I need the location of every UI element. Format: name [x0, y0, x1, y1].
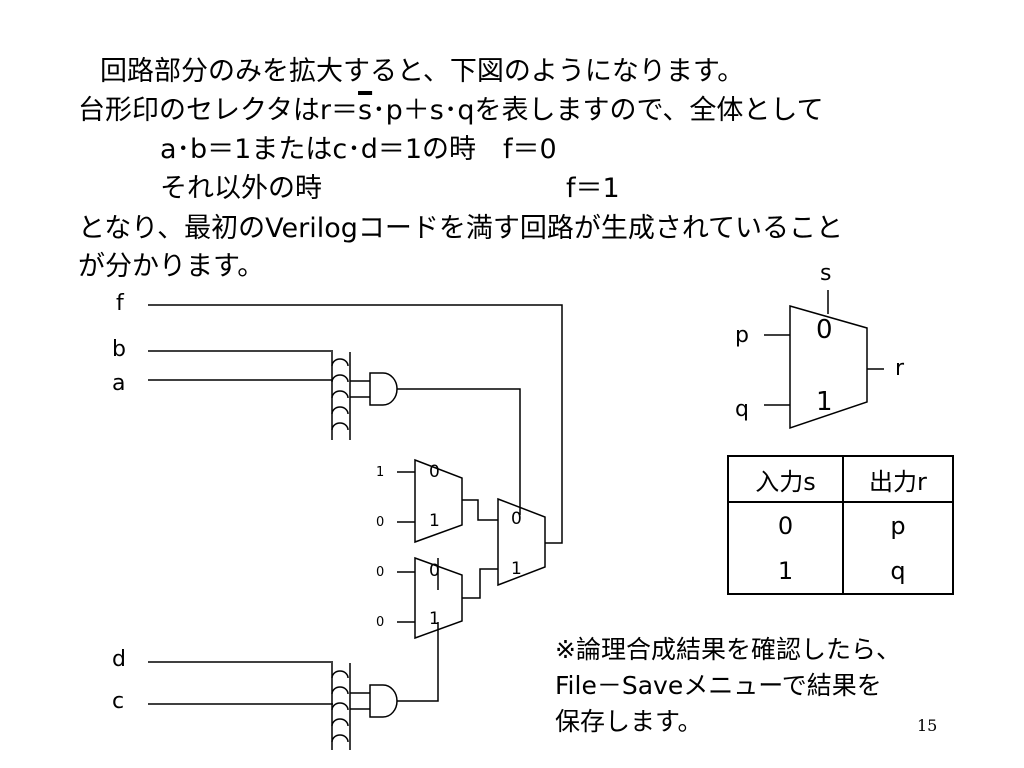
const-1: 1 — [376, 465, 385, 480]
const-4: 0 — [376, 615, 385, 630]
note-line-1: ※論理合成結果を確認したら、 — [555, 635, 901, 664]
mux1-in1: 1 — [429, 511, 440, 531]
mux2-in1: 1 — [429, 609, 440, 629]
mux3-in0: 0 — [511, 509, 522, 529]
wire-and1-out — [397, 388, 521, 515]
header-out: 出力r — [841, 455, 955, 503]
label-c: c — [112, 689, 125, 714]
text-line-3: a･b＝1またはc･d＝1の時 f＝0 — [160, 134, 557, 165]
row-0-out: p — [841, 502, 955, 548]
legend-s: s — [820, 261, 832, 286]
text-line-5: となり、最初のVerilogコードを満す回路が生成されていること — [78, 213, 844, 244]
and-gate-1 — [369, 372, 398, 406]
label-f: f — [116, 291, 124, 316]
text-line-4-left: それ以外の時 — [160, 173, 322, 204]
mux-1 — [414, 458, 463, 544]
s-bar: s — [358, 95, 373, 126]
legend-q: q — [735, 397, 749, 422]
note: ※論理合成結果を確認したら、 File－Saveメニューで結果を 保存します。 — [555, 632, 901, 740]
page-number: 15 — [917, 716, 938, 735]
const-2: 0 — [376, 515, 385, 530]
legend-mux — [789, 305, 868, 430]
text-line-6: が分かります。 — [78, 251, 265, 282]
truth-table: 入力s 出力r 0 p 1 q — [727, 455, 955, 595]
text-line-1: 回路部分のみを拡大すると、下図のようになります。 — [100, 56, 745, 87]
label-d: d — [112, 647, 126, 672]
legend-r: r — [895, 356, 905, 381]
wire-f — [148, 304, 563, 544]
note-line-3: 保存します。 — [555, 707, 703, 736]
legend-in1: 1 — [816, 387, 833, 417]
text-line-4-right: f＝1 — [566, 173, 620, 204]
text-line-2: 台形印のセレクタはr＝s･p＋s･qを表しますので、全体として — [78, 95, 824, 127]
note-line-2: File－Saveメニューで結果を — [555, 671, 882, 700]
label-a: a — [112, 371, 126, 396]
legend-p: p — [735, 323, 749, 348]
row-0-in: 0 — [727, 502, 844, 548]
and1-bubbles — [331, 358, 349, 431]
row-1-out: q — [841, 548, 955, 595]
row-1-in: 1 — [727, 548, 844, 595]
text-line-2-pre: 台形印のセレクタはr＝ — [78, 95, 359, 126]
text-line-2-post: ･p＋s･qを表しますので、全体として — [372, 95, 824, 126]
and-gate-2 — [369, 684, 398, 718]
legend-in0: 0 — [816, 315, 833, 345]
header-in: 入力s — [727, 455, 844, 503]
mux1-in0: 0 — [429, 462, 440, 482]
wire-and2-out — [397, 622, 439, 702]
label-b: b — [112, 337, 126, 362]
wire-mux1-out — [462, 499, 498, 521]
const-3: 0 — [376, 565, 385, 580]
mux2-in0: 0 — [429, 561, 440, 581]
wire-mux2-out — [462, 568, 498, 599]
mux-2 — [414, 556, 463, 640]
mux-3 — [497, 497, 546, 587]
mux3-in1: 1 — [511, 559, 522, 579]
